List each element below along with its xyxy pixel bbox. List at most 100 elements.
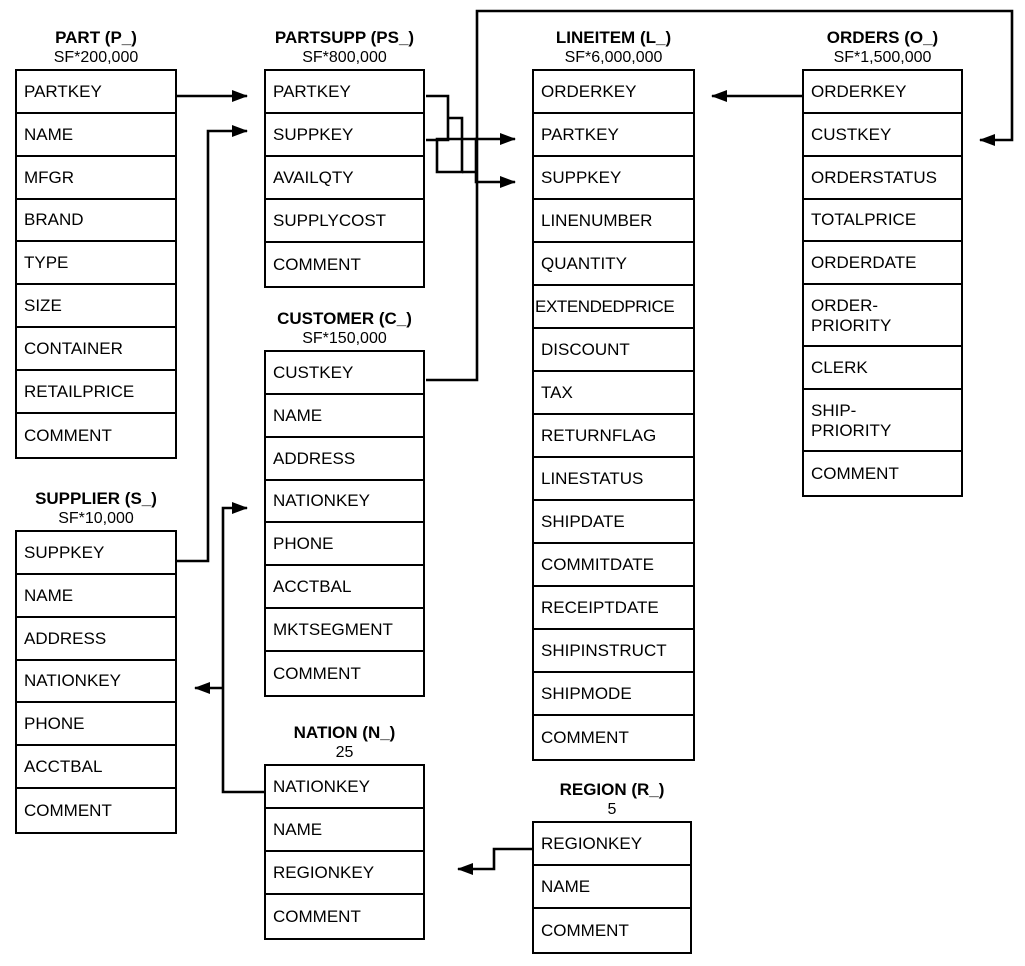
field-lineitem-shipdate: SHIPDATE: [534, 501, 693, 544]
table-customer-cardinality: SF*150,000: [302, 330, 387, 347]
field-nation-name: NAME: [266, 809, 423, 852]
field-supplier-nationkey: NATIONKEY: [17, 661, 175, 703]
field-customer-custkey: CUSTKEY: [266, 352, 423, 395]
field-part-mfgr: MFGR: [17, 157, 175, 200]
field-customer-comment: COMMENT: [266, 652, 423, 695]
field-region-name: NAME: [534, 866, 690, 909]
field-supplier-comment: COMMENT: [17, 789, 175, 832]
field-lineitem-linestatus: LINESTATUS: [534, 458, 693, 501]
table-nation-box: NATIONKEY NAME REGIONKEY COMMENT: [264, 764, 425, 940]
table-orders: ORDERS (O_) SF*1,500,000 ORDERKEY CUSTKE…: [802, 28, 963, 497]
table-partsupp: PARTSUPP (PS_) SF*800,000 PARTKEY SUPPKE…: [264, 28, 425, 288]
field-partsupp-supplycost: SUPPLYCOST: [266, 200, 423, 243]
field-lineitem-discount: DISCOUNT: [534, 329, 693, 372]
field-region-regionkey: REGIONKEY: [534, 823, 690, 866]
field-partsupp-availqty: AVAILQTY: [266, 157, 423, 200]
table-supplier-title: SUPPLIER (S_): [35, 489, 157, 508]
field-lineitem-partkey: PARTKEY: [534, 114, 693, 157]
connector-nation-to-customer: [221, 502, 264, 794]
table-lineitem-title: LINEITEM (L_): [555, 28, 672, 47]
field-customer-nationkey: NATIONKEY: [266, 481, 423, 523]
field-lineitem-receiptdate: RECEIPTDATE: [534, 587, 693, 630]
table-customer: CUSTOMER (C_) SF*150,000 CUSTKEY NAME AD…: [264, 309, 425, 697]
field-partsupp-partkey: PARTKEY: [266, 71, 423, 114]
field-part-type: TYPE: [17, 242, 175, 285]
table-lineitem-box: ORDERKEY PARTKEY SUPPKEY LINENUMBER QUAN…: [532, 69, 695, 761]
field-lineitem-comment: COMMENT: [534, 716, 693, 759]
field-lineitem-orderkey: ORDERKEY: [534, 71, 693, 114]
table-partsupp-box: PARTKEY SUPPKEY AVAILQTY SUPPLYCOST COMM…: [264, 69, 425, 288]
field-partsupp-comment: COMMENT: [266, 243, 423, 286]
table-part: PART (P_) SF*200,000 PARTKEY NAME MFGR B…: [15, 28, 177, 459]
table-region: REGION (R_) 5 REGIONKEY NAME COMMENT: [532, 780, 692, 954]
field-lineitem-shipmode: SHIPMODE: [534, 673, 693, 716]
field-lineitem-commitdate: COMMITDATE: [534, 544, 693, 587]
connector-partsupp-to-lineitem-suppkey: [474, 172, 516, 188]
field-orders-orderstatus: ORDERSTATUS: [804, 157, 961, 200]
table-part-box: PARTKEY NAME MFGR BRAND TYPE SIZE CONTAI…: [15, 69, 177, 459]
field-orders-shippriority: SHIP- PRIORITY: [804, 390, 961, 452]
field-orders-totalprice: TOTALPRICE: [804, 200, 961, 242]
connector-partsupp-suppkey-trunk: [426, 118, 450, 142]
field-supplier-address: ADDRESS: [17, 618, 175, 661]
table-part-title: PART (P_): [55, 28, 137, 47]
table-supplier-cardinality: SF*10,000: [58, 510, 134, 527]
field-lineitem-returnflag: RETURNFLAG: [534, 415, 693, 458]
field-part-name: NAME: [17, 114, 175, 157]
field-supplier-acctbal: ACCTBAL: [17, 746, 175, 789]
field-supplier-suppkey: SUPPKEY: [17, 532, 175, 575]
field-nation-regionkey: REGIONKEY: [266, 852, 423, 895]
field-lineitem-shipinstruct: SHIPINSTRUCT: [534, 630, 693, 673]
table-orders-title: ORDERS (O_): [826, 28, 939, 47]
field-part-retailprice: RETAILPRICE: [17, 371, 175, 414]
field-nation-nationkey: NATIONKEY: [266, 766, 423, 809]
table-nation-title: NATION (N_): [293, 723, 396, 742]
field-orders-orderdate: ORDERDATE: [804, 242, 961, 285]
field-part-size: SIZE: [17, 285, 175, 328]
field-customer-acctbal: ACCTBAL: [266, 566, 423, 609]
field-orders-comment: COMMENT: [804, 452, 961, 495]
field-part-comment: COMMENT: [17, 414, 175, 457]
table-partsupp-title: PARTSUPP (PS_): [274, 28, 415, 47]
field-customer-mktsegment: MKTSEGMENT: [266, 609, 423, 652]
table-nation-cardinality: 25: [335, 744, 354, 761]
table-orders-box: ORDERKEY CUSTKEY ORDERSTATUS TOTALPRICE …: [802, 69, 963, 497]
table-partsupp-cardinality: SF*800,000: [302, 49, 387, 66]
field-customer-name: NAME: [266, 395, 423, 438]
table-orders-cardinality: SF*1,500,000: [833, 49, 932, 66]
field-orders-orderpriority: ORDER- PRIORITY: [804, 285, 961, 347]
field-lineitem-suppkey: SUPPKEY: [534, 157, 693, 200]
field-lineitem-tax: TAX: [534, 372, 693, 415]
field-orders-custkey: CUSTKEY: [804, 114, 961, 157]
table-supplier: SUPPLIER (S_) SF*10,000 SUPPKEY NAME ADD…: [15, 489, 177, 834]
field-partsupp-suppkey: SUPPKEY: [266, 114, 423, 157]
field-orders-orderkey: ORDERKEY: [804, 71, 961, 114]
connector-supplier-to-partsupp: [177, 125, 248, 563]
field-region-comment: COMMENT: [534, 909, 690, 952]
connector-partsupp-to-lineitem-partkey: [462, 133, 516, 174]
field-part-container: CONTAINER: [17, 328, 175, 371]
field-lineitem-quantity: QUANTITY: [534, 243, 693, 286]
table-supplier-box: SUPPKEY NAME ADDRESS NATIONKEY PHONE ACC…: [15, 530, 177, 834]
field-part-partkey: PARTKEY: [17, 71, 175, 114]
table-region-title: REGION (R_): [559, 780, 665, 799]
field-customer-phone: PHONE: [266, 523, 423, 566]
field-orders-clerk: CLERK: [804, 347, 961, 390]
connector-partsupp-partkey-trunk: [426, 94, 450, 118]
field-lineitem-linenumber: LINENUMBER: [534, 200, 693, 243]
field-customer-address: ADDRESS: [266, 438, 423, 481]
field-part-brand: BRAND: [17, 200, 175, 242]
table-region-box: REGIONKEY NAME COMMENT: [532, 821, 692, 954]
field-supplier-phone: PHONE: [17, 703, 175, 746]
table-lineitem-cardinality: SF*6,000,000: [564, 49, 663, 66]
connector-region-to-nation: [457, 847, 532, 875]
field-lineitem-extendedprice: EXTENDEDPRICE: [534, 286, 693, 329]
table-nation: NATION (N_) 25 NATIONKEY NAME REGIONKEY …: [264, 723, 425, 940]
table-part-cardinality: SF*200,000: [53, 49, 139, 66]
table-customer-title: CUSTOMER (C_): [277, 309, 412, 328]
field-supplier-name: NAME: [17, 575, 175, 618]
table-region-cardinality: 5: [607, 801, 617, 818]
table-customer-box: CUSTKEY NAME ADDRESS NATIONKEY PHONE ACC…: [264, 350, 425, 697]
connector-partsupp-trunk-down: [435, 116, 476, 174]
